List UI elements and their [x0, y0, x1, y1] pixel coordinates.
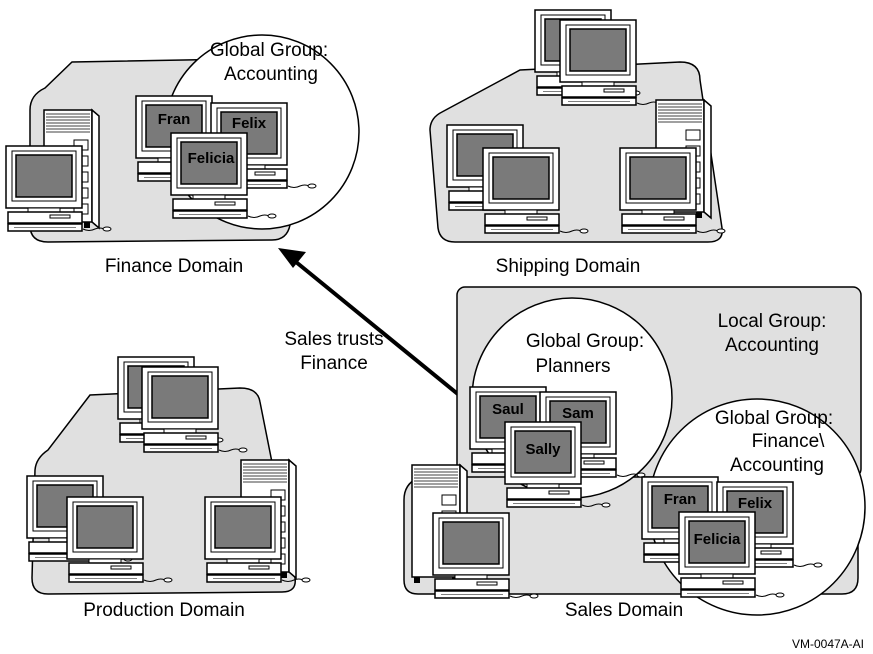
group-label-line: Finance\ [752, 431, 826, 452]
finance-domain-label: Finance Domain [105, 256, 243, 277]
trust-label-line: Sales trusts [284, 329, 383, 350]
sales-domain-label: Sales Domain [565, 600, 683, 621]
user-name: Saul [492, 401, 524, 418]
shipping-domain-label: Shipping Domain [496, 256, 641, 277]
group-label-line: Global Group: [526, 331, 644, 352]
user-name: Felix [232, 115, 267, 132]
sales-domain: Local Group: Accounting Global Group: Pl… [403, 286, 866, 621]
user-name: Felicia [694, 531, 741, 548]
user-name: Felix [738, 495, 773, 512]
production-domain: Production Domain [26, 356, 311, 621]
group-label-line: Global Group: [210, 40, 328, 61]
production-domain-label: Production Domain [83, 600, 245, 621]
group-label-line: Local Group: [718, 311, 827, 332]
user-name: Felicia [188, 150, 235, 167]
group-label-line: Accounting [224, 64, 318, 85]
group-label-line: Global Group: [715, 408, 833, 429]
trust-relationship: Sales trusts Finance [278, 248, 472, 406]
group-label-line: Planners [536, 356, 611, 377]
trust-arrowhead [278, 248, 306, 268]
figure-id: VM-0047A-AI [792, 637, 864, 651]
trust-arrow [294, 260, 472, 406]
finance-domain: Fran Felix Felicia Global Group: Account… [5, 34, 360, 277]
group-label-line: Accounting [725, 335, 819, 356]
user-name: Fran [158, 111, 191, 128]
shipping-domain: Shipping Domain [429, 9, 726, 277]
user-name: Sam [562, 405, 594, 422]
group-label-line: Accounting [730, 455, 824, 476]
user-name: Fran [664, 491, 697, 508]
user-name: Sally [525, 441, 561, 458]
trust-label-line: Finance [300, 353, 368, 374]
